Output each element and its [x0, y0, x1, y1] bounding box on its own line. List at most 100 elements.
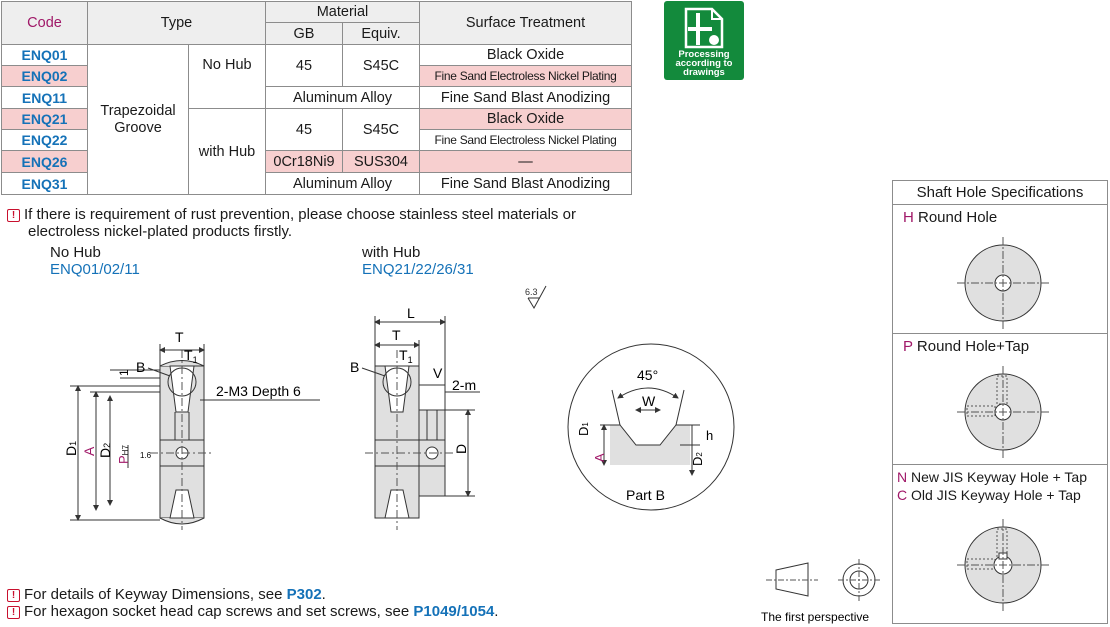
material-cell: Aluminum Alloy — [265, 172, 420, 195]
roughness-symbol: 6.3 — [525, 285, 547, 310]
dim-T1-letter: T — [184, 347, 193, 363]
rust-note-cont: electroless nickel-plated products first… — [28, 224, 292, 240]
header-code: Code — [1, 1, 88, 45]
badge-line: Processing — [678, 49, 730, 60]
material-cell: Aluminum Alloy — [265, 86, 420, 109]
warning-icon: ! — [7, 209, 20, 222]
dim-T1-sub: 1 — [193, 355, 198, 365]
dim-2m-label: 2-m — [452, 377, 476, 393]
equiv-cell: S45C — [342, 108, 420, 151]
shaft-section-p: P Round Hole+Tap — [893, 334, 1107, 465]
dim-A-label: A — [81, 446, 97, 456]
drawing-document-icon — [684, 7, 724, 49]
technical-drawings: 6.3 T T1 B 1 2-M3 Depth 6 D1 — [63, 285, 880, 624]
round-hole-icon — [957, 237, 1049, 329]
dim-D2-sub: 2 — [102, 443, 112, 448]
partb-D2-sub: 2 — [695, 452, 704, 457]
screws-ref-link[interactable]: P1049/1054 — [413, 603, 495, 620]
nohub-pulley-drawing — [70, 344, 320, 530]
partb-D2-label: D2 — [690, 452, 705, 466]
type-groove-cell: Trapezoidal Groove — [87, 44, 189, 195]
type-no-hub-text: No Hub — [202, 56, 252, 73]
surface-cell: Fine Sand Electroless Nickel Plating — [419, 65, 632, 87]
shaft-c-letter: C — [897, 487, 908, 503]
dim-T-label: T — [175, 329, 184, 345]
badge-line: drawings — [683, 67, 725, 78]
shaft-c-label: C Old JIS Keyway Hole + Tap — [897, 487, 1081, 503]
gb-cell: 0Cr18Ni9 — [265, 150, 343, 173]
dim-T1-label-hub: T1 — [399, 347, 413, 365]
nohub-codes: ENQ01/02/11 — [50, 261, 140, 278]
header-equiv: Equiv. — [342, 22, 420, 45]
code-cell: ENQ31 — [1, 172, 88, 195]
partb-h-label: h — [706, 428, 713, 443]
shaft-p-label: P Round Hole+Tap — [903, 338, 1029, 355]
screws-note-text: For hexagon socket head cap screws and s… — [24, 603, 414, 620]
dim-H7-label: H7 — [121, 445, 130, 456]
shaft-h-label: H Round Hole — [903, 209, 997, 226]
shaft-n-letter: N — [897, 469, 908, 485]
dim-D2-letter: D — [97, 448, 113, 458]
spec-table: Code Type Material Surface Treatment GB … — [1, 1, 632, 195]
partb-detail — [567, 343, 735, 511]
keyway-note: !For details of Keyway Dimensions, see P… — [7, 587, 326, 603]
shaft-p-text: Round Hole+Tap — [912, 338, 1030, 355]
surface-cell: Black Oxide — [419, 108, 632, 130]
round-hole-tap-icon — [957, 366, 1049, 458]
dim-T1-sub-hub: 1 — [408, 355, 413, 365]
withhub-codes: ENQ21/22/26/31 — [362, 261, 474, 278]
shaft-n-label: N New JIS Keyway Hole + Tap — [897, 469, 1087, 485]
partb-angle-label: 45° — [637, 367, 658, 383]
dim-L-label: L — [407, 305, 415, 321]
dim-D1-sub: 1 — [68, 441, 78, 446]
shaft-n-text: New JIS Keyway Hole + Tap — [907, 469, 1088, 485]
surface-cell: Fine Sand Blast Anodizing — [419, 172, 632, 195]
partb-D1-letter: D — [576, 427, 591, 436]
keyway-ref-link[interactable]: P302 — [286, 586, 322, 603]
keyway-hole-tap-icon — [957, 519, 1049, 611]
shaft-hole-panel: Shaft Hole Specifications H Round Hole P… — [892, 180, 1108, 624]
withhub-title: with Hub — [362, 244, 421, 261]
rust-note-line1: If there is requirement of rust preventi… — [24, 206, 576, 223]
rust-note-line2: electroless nickel-plated products first… — [28, 223, 292, 240]
dim-D1-label: D1 — [63, 441, 79, 456]
first-perspective-icon — [766, 559, 880, 601]
warning-icon: ! — [7, 606, 20, 619]
dim-T-label-hub: T — [392, 327, 401, 343]
badge-text: Processing according to drawings — [664, 49, 744, 78]
dim-T1-letter-hub: T — [399, 347, 408, 363]
partb-title: Part B — [626, 487, 665, 503]
partb-D2-letter: D — [690, 457, 705, 466]
processing-badge: Processing according to drawings — [664, 1, 744, 80]
keyway-note-text: For details of Keyway Dimensions, see — [24, 586, 287, 603]
withhub-pulley-drawing — [361, 316, 480, 530]
shaft-h-letter: H — [903, 209, 914, 226]
header-surface: Surface Treatment — [419, 1, 632, 45]
surface-cell: Fine Sand Blast Anodizing — [419, 86, 632, 109]
nohub-title: No Hub — [50, 244, 101, 261]
perspective-label: The first perspective — [761, 610, 869, 624]
header-gb: GB — [265, 22, 343, 45]
header-material: Material — [265, 1, 420, 23]
surface-cell: Fine Sand Electroless Nickel Plating — [419, 129, 632, 151]
shaft-h-text: Round Hole — [913, 209, 998, 226]
type-no-hub-cell: No Hub — [188, 44, 266, 109]
shaft-section-h: H Round Hole — [893, 205, 1107, 334]
dim-m3-label: 2-M3 Depth 6 — [216, 383, 301, 399]
partb-D1-sub: 1 — [581, 422, 590, 427]
shaft-p-letter: P — [903, 338, 913, 355]
screws-note-suffix: . — [494, 603, 499, 620]
dim-B-label-hub: B — [350, 359, 359, 375]
type-with-hub-cell: with Hub — [188, 108, 266, 195]
dim-B-label: B — [136, 359, 145, 375]
type-with-hub-text: with Hub — [198, 143, 256, 160]
type-groove-text: Trapezoidal Groove — [100, 102, 176, 136]
dim-P-label: PH7 — [116, 445, 131, 464]
shaft-c-text: Old JIS Keyway Hole + Tap — [907, 487, 1081, 503]
roughness-small-value: 1.6 — [140, 451, 152, 460]
dim-D-label: D — [453, 444, 469, 454]
shaft-section-nc: N New JIS Keyway Hole + Tap C Old JIS Ke… — [893, 465, 1107, 623]
dim-T1-label: T1 — [184, 347, 198, 365]
code-cell: ENQ26 — [1, 150, 88, 173]
partb-W-label: W — [642, 393, 656, 409]
